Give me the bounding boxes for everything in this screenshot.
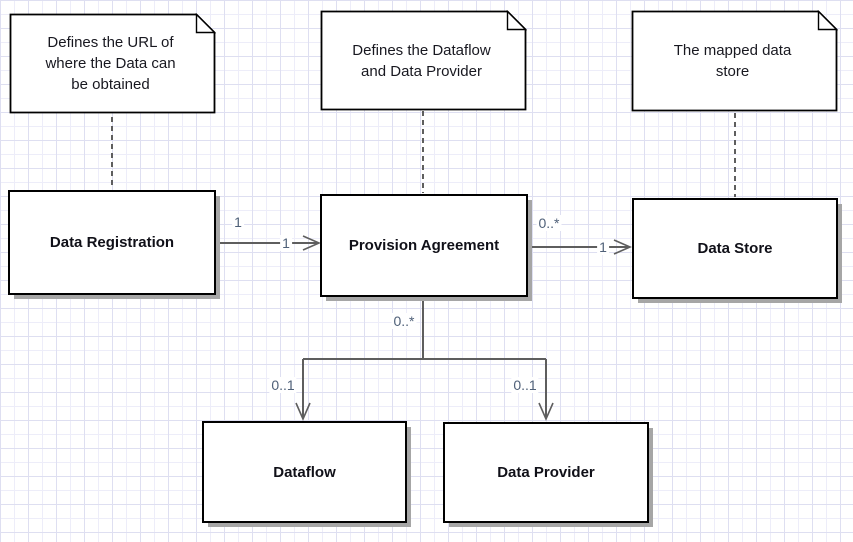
note-text: Defines the URL of where the Data can be…	[45, 34, 176, 93]
open-arrow-right-icon	[613, 239, 632, 255]
multiplicity-agreement-source: 0..*	[536, 215, 562, 231]
note-data-store: The mapped data store	[631, 10, 838, 112]
multiplicity-children-source: 0..*	[391, 313, 417, 329]
note-text: The mapped data store	[673, 42, 792, 80]
open-arrow-right-icon	[302, 235, 321, 251]
open-arrow-down-icon	[538, 402, 554, 421]
multiplicity-dataflow-target: 0..1	[269, 377, 297, 393]
open-arrow-down-icon	[295, 402, 311, 421]
entity-provision-agreement: Provision Agreement	[320, 194, 528, 297]
entity-dataflow: Dataflow	[202, 421, 407, 523]
note-text: Defines the Dataflow and Data Provider	[352, 41, 491, 80]
entity-data-provider: Data Provider	[443, 422, 649, 523]
note-shape	[9, 13, 216, 114]
note-provision-agreement: Defines the Dataflow and Data Provider	[320, 10, 527, 111]
multiplicity-provider-target: 0..1	[511, 377, 539, 393]
entity-label: Data Provider	[497, 464, 595, 481]
entity-label: Data Registration	[49, 234, 175, 251]
multiplicity-registration-source: 1	[232, 214, 244, 230]
multiplicity-agreement-target: 1	[280, 235, 292, 251]
note-shape	[631, 10, 838, 112]
note-shape	[320, 10, 527, 111]
entity-data-registration: Data Registration	[8, 190, 216, 295]
entity-label: Provision Agreement	[348, 237, 500, 254]
entity-label: Dataflow	[273, 463, 336, 481]
entity-data-store: Data Store	[632, 198, 838, 299]
note-data-registration: Defines the URL of where the Data can be…	[9, 13, 216, 114]
connector-agreement-children-stem	[302, 297, 547, 417]
entity-label: Data Store	[697, 240, 773, 257]
multiplicity-store-target: 1	[597, 239, 609, 255]
